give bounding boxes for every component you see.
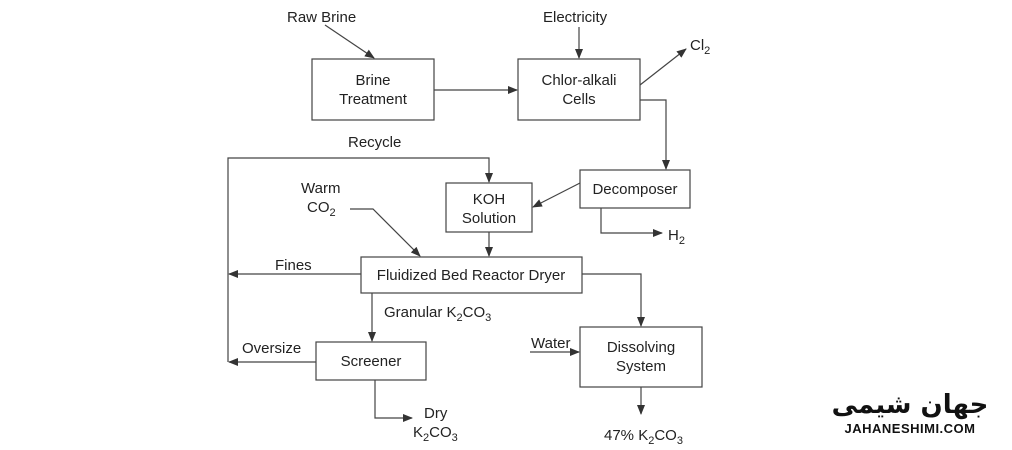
water-label: Water (531, 335, 570, 352)
raw-brine-label: Raw Brine (287, 9, 356, 26)
koh-solution-box (445, 182, 533, 233)
warm-label: Warm (301, 180, 340, 197)
koh-solution-label-1: KOH (473, 191, 506, 208)
reactor-dryer-label: Fluidized Bed Reactor Dryer (377, 267, 565, 284)
cells-to-decomposer-arrow (640, 99, 670, 170)
brine-treatment-label-1: Brine (355, 72, 390, 89)
co2-label: CO2 (307, 199, 336, 219)
recycle-line (227, 157, 493, 362)
reactor-dryer-box (360, 256, 583, 294)
brine-treatment-box (311, 58, 435, 121)
dry-label: Dry (424, 405, 448, 422)
logo-latin-text: JAHANESHIMI.COM (844, 421, 975, 436)
dissolving-label-1: Dissolving (607, 339, 675, 356)
recycle-label: Recycle (348, 134, 401, 151)
electricity-label: Electricity (543, 9, 608, 26)
dissolving-system-box (579, 326, 703, 388)
warm-co2-arrow (350, 208, 421, 257)
dry-product-arrow (374, 380, 413, 422)
cl2-arrow (639, 48, 687, 86)
brine-treatment-label-2: Treatment (339, 91, 408, 108)
dry-k2co3-label: K2CO3 (413, 424, 458, 444)
reactor-to-dissolving-arrow (582, 273, 645, 327)
site-logo: جهان شیمی JAHANESHIMI.COM (832, 390, 989, 436)
decomposer-box (579, 169, 691, 209)
dissolving-label-2: System (616, 358, 666, 375)
chlor-alkali-label-1: Chlor-alkali (541, 72, 616, 89)
oversize-label: Oversize (242, 340, 301, 357)
decomposer-label: Decomposer (592, 181, 677, 198)
product-label: 47% K2CO3 (604, 427, 683, 447)
raw-brine-arrow (324, 24, 375, 59)
chlor-alkali-box (517, 58, 641, 121)
screener-label: Screener (341, 353, 402, 370)
screener-box (315, 341, 427, 381)
cl2-label: Cl2 (690, 37, 710, 57)
logo-persian-text: جهان شیمی (832, 390, 989, 420)
h2-label: H2 (668, 227, 685, 247)
koh-solution-label-2: Solution (462, 210, 516, 227)
chlor-alkali-label-2: Cells (562, 91, 595, 108)
h2-arrow (600, 208, 663, 237)
fines-label: Fines (275, 257, 312, 274)
granular-k2co3-label: Granular K2CO3 (384, 304, 491, 324)
decomposer-to-koh-arrow (532, 182, 581, 208)
